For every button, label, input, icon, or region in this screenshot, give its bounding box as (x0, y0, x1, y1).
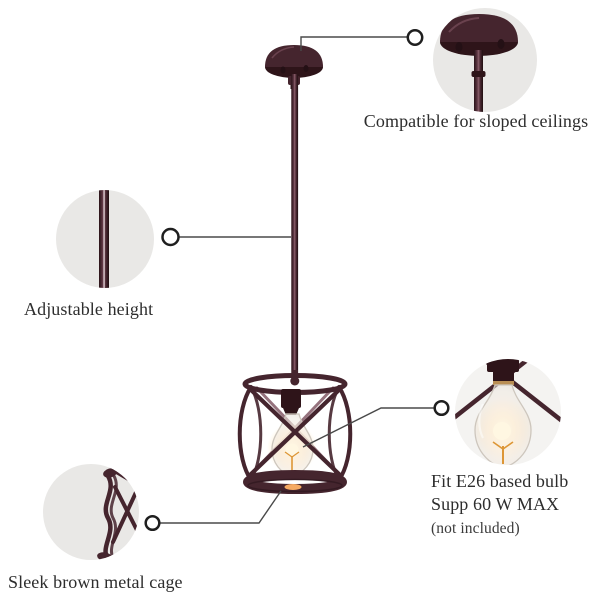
hanging-rod (291, 74, 299, 384)
bulb-closeup (455, 359, 561, 465)
label-e26-bulb-line1: Fit E26 based bulb (431, 471, 569, 491)
marker-sloped-ceiling (406, 29, 424, 46)
leader-e26-bulb (302, 407, 435, 448)
leader-sloped-ceiling (300, 36, 407, 51)
edison-bulb (267, 413, 317, 478)
label-metal-cage: Sleek brown metal cage (8, 572, 183, 592)
label-e26-bulb-line2: Supp 60 W MAX (431, 494, 560, 514)
callout-metal-cage (43, 464, 139, 560)
canopy-closeup (440, 14, 518, 112)
callout-e26-bulb (455, 359, 561, 465)
bulb-tip-glow (284, 484, 302, 490)
label-sloped-ceilings: Compatible for sloped ceilings (363, 111, 589, 131)
bulb-socket (281, 389, 301, 415)
callout-sloped-ceiling (433, 8, 537, 112)
marker-e26-bulb (433, 399, 450, 417)
marker-metal-cage (144, 514, 161, 532)
leader-lines (144, 29, 450, 532)
leader-metal-cage (159, 490, 282, 524)
metal-cage (237, 370, 353, 494)
marker-adjustable-height (161, 227, 180, 247)
rod-closeup (99, 190, 109, 288)
callout-adjustable-height (56, 190, 154, 288)
label-e26-bulb: Fit E26 based bulb Supp 60 W MAX (not in… (431, 470, 568, 540)
label-e26-bulb-line3: (not included) (431, 520, 520, 537)
ceiling-canopy (265, 45, 323, 89)
pendant-light (237, 45, 353, 494)
label-adjustable-height: Adjustable height (24, 299, 154, 319)
